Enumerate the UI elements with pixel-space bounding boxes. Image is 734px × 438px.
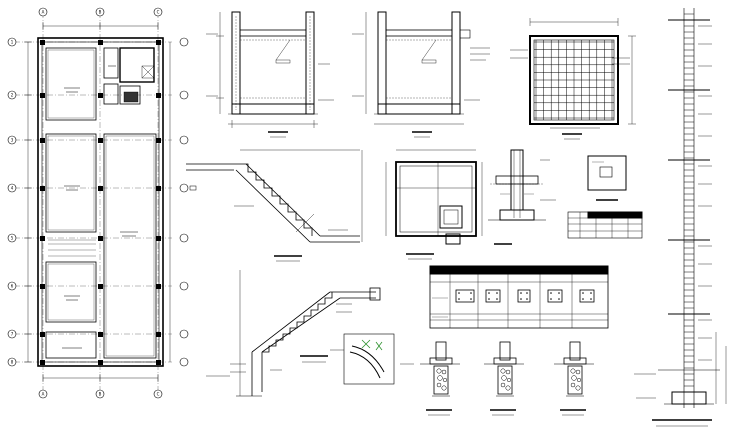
pedestal-plan xyxy=(587,155,627,201)
svg-text:B: B xyxy=(99,10,102,15)
corridor-lines xyxy=(48,239,96,257)
svg-text:8: 8 xyxy=(11,360,14,365)
grid-bubbles xyxy=(7,7,189,399)
svg-text:2: 2 xyxy=(11,93,14,98)
svg-text:B: B xyxy=(99,392,102,397)
svg-text:7: 7 xyxy=(11,332,14,337)
staircase-section-1 xyxy=(186,149,363,262)
svg-text:6: 6 xyxy=(11,284,14,289)
tank-section-2 xyxy=(352,11,490,138)
stair-landing-detail xyxy=(330,333,414,385)
room-annotations xyxy=(62,65,138,349)
footing-detail-1 xyxy=(420,341,460,416)
svg-text:C: C xyxy=(157,392,160,397)
footing-section xyxy=(488,149,556,245)
interior-walls xyxy=(45,47,157,359)
column-schedule-table xyxy=(429,265,609,329)
footing-plan xyxy=(385,149,483,260)
svg-text:A: A xyxy=(42,392,45,397)
plan-dimensions xyxy=(24,22,171,382)
svg-text:A: A xyxy=(42,10,45,15)
svg-text:5: 5 xyxy=(11,236,14,241)
grid-bubble-labels: A B C A B C 1 2 3 4 5 6 7 8 xyxy=(11,10,160,397)
svg-text:C: C xyxy=(157,10,160,15)
shaft-hatch xyxy=(123,65,155,103)
svg-text:1: 1 xyxy=(11,40,14,45)
svg-text:3: 3 xyxy=(11,138,14,143)
slab-reinforcement-plan xyxy=(510,18,636,140)
column-elevation-strip xyxy=(634,8,727,427)
tank-section-1 xyxy=(206,11,334,138)
columns xyxy=(40,40,161,365)
svg-text:4: 4 xyxy=(11,186,14,191)
grid-axes-vertical xyxy=(42,12,159,394)
footing-detail-3 xyxy=(554,341,594,416)
floor-plan xyxy=(14,12,172,394)
staircase-section-2 xyxy=(206,270,381,397)
small-schedule-table xyxy=(567,211,643,239)
footing-detail-2 xyxy=(484,341,524,416)
outer-wall xyxy=(37,37,164,367)
